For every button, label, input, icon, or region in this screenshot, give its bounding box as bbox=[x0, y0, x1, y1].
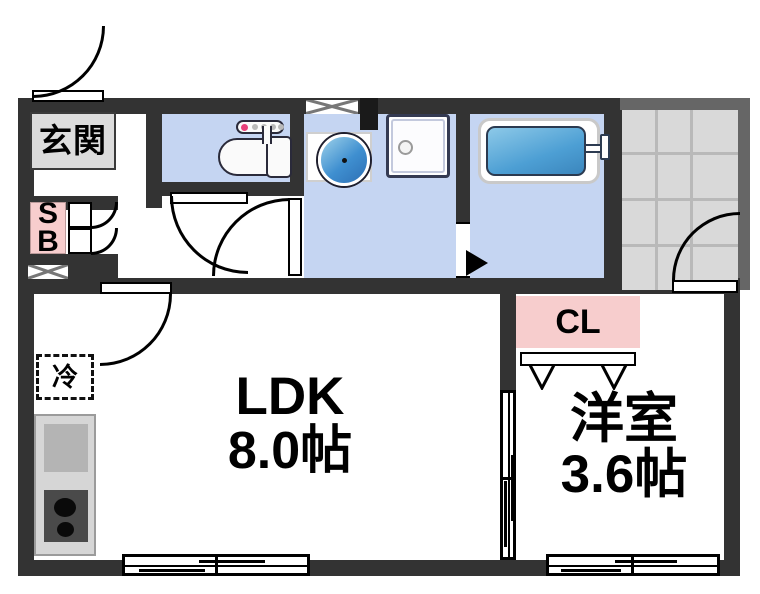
ldk-area: 8.0帖 bbox=[227, 421, 353, 480]
shoe-box-door-upper[interactable] bbox=[68, 202, 92, 228]
shoe-box-arc-upper bbox=[91, 202, 118, 229]
toilet-neck bbox=[262, 126, 272, 144]
wall-toilet-right bbox=[290, 98, 304, 190]
closet-door-track[interactable] bbox=[520, 352, 636, 366]
vent-top bbox=[306, 100, 358, 114]
basin-drain bbox=[398, 140, 413, 155]
entrance-door-arc bbox=[33, 26, 105, 98]
ldk-name: LDK bbox=[235, 367, 345, 426]
wall-right-porch bbox=[738, 98, 750, 290]
wall-right-lower bbox=[724, 290, 740, 576]
shoe-box-label: S B bbox=[30, 196, 66, 258]
sb-line-2: B bbox=[37, 225, 59, 258]
ldk-label: LDK 8.0帖 bbox=[180, 367, 400, 480]
partition-rail bbox=[508, 393, 510, 559]
toilet-button-3 bbox=[270, 124, 276, 130]
porch-grid-v1 bbox=[655, 110, 658, 290]
porch-grid-h1 bbox=[622, 152, 738, 155]
ldk-room-partition[interactable] bbox=[500, 390, 516, 560]
sb-line-1: S bbox=[37, 196, 58, 230]
wall-genkan-right bbox=[146, 98, 162, 208]
room-window-sash-left bbox=[615, 560, 677, 563]
room-name: 洋室 bbox=[570, 389, 678, 449]
partition-sash-bot bbox=[504, 481, 507, 547]
closet-fold-markers bbox=[528, 364, 628, 390]
room-area: 3.6帖 bbox=[560, 444, 688, 504]
washroom-door-leaf[interactable] bbox=[288, 198, 302, 276]
shoe-box-door-lower[interactable] bbox=[68, 228, 92, 254]
closet-label: CL bbox=[516, 296, 640, 348]
ldk-door-leaf[interactable] bbox=[100, 282, 172, 294]
ldk-window-sash-left bbox=[199, 560, 265, 563]
vent-left bbox=[28, 265, 68, 279]
ldk-window-mullion bbox=[215, 557, 218, 575]
fridge-icon: 冷 bbox=[36, 354, 94, 400]
ldk-window[interactable] bbox=[122, 554, 310, 576]
partition-sash-top bbox=[511, 455, 514, 521]
porch-grid-v2 bbox=[690, 110, 693, 290]
room-window-mullion bbox=[631, 557, 634, 575]
bathtub-spout-base bbox=[600, 134, 610, 160]
wall-nub-top bbox=[360, 98, 378, 130]
wall-left-lower bbox=[18, 294, 34, 576]
room-label: 洋室 3.6帖 bbox=[524, 389, 724, 504]
partition-mullion bbox=[503, 477, 515, 480]
burner-front bbox=[54, 498, 76, 517]
shoe-box-arc-lower bbox=[91, 228, 118, 255]
washer-center-dot bbox=[342, 158, 347, 163]
sink-icon bbox=[44, 424, 88, 472]
bathtub-inner bbox=[486, 126, 586, 176]
room-window-sash-right bbox=[561, 569, 621, 572]
ldk-door-arc bbox=[100, 294, 172, 366]
ldk-window-sash-right bbox=[139, 569, 205, 572]
wall-top-porch bbox=[620, 98, 750, 110]
toilet-button-4 bbox=[278, 124, 284, 130]
toilet-button-1 bbox=[252, 124, 258, 130]
room-window[interactable] bbox=[546, 554, 720, 576]
bath-door-arrow bbox=[466, 250, 488, 276]
genkan-label: 玄関 bbox=[30, 112, 116, 170]
porch-grid-h2 bbox=[622, 198, 738, 201]
toilet-button-red bbox=[241, 124, 248, 131]
burner-rear bbox=[57, 522, 74, 537]
porch-door-leaf[interactable] bbox=[672, 280, 738, 293]
